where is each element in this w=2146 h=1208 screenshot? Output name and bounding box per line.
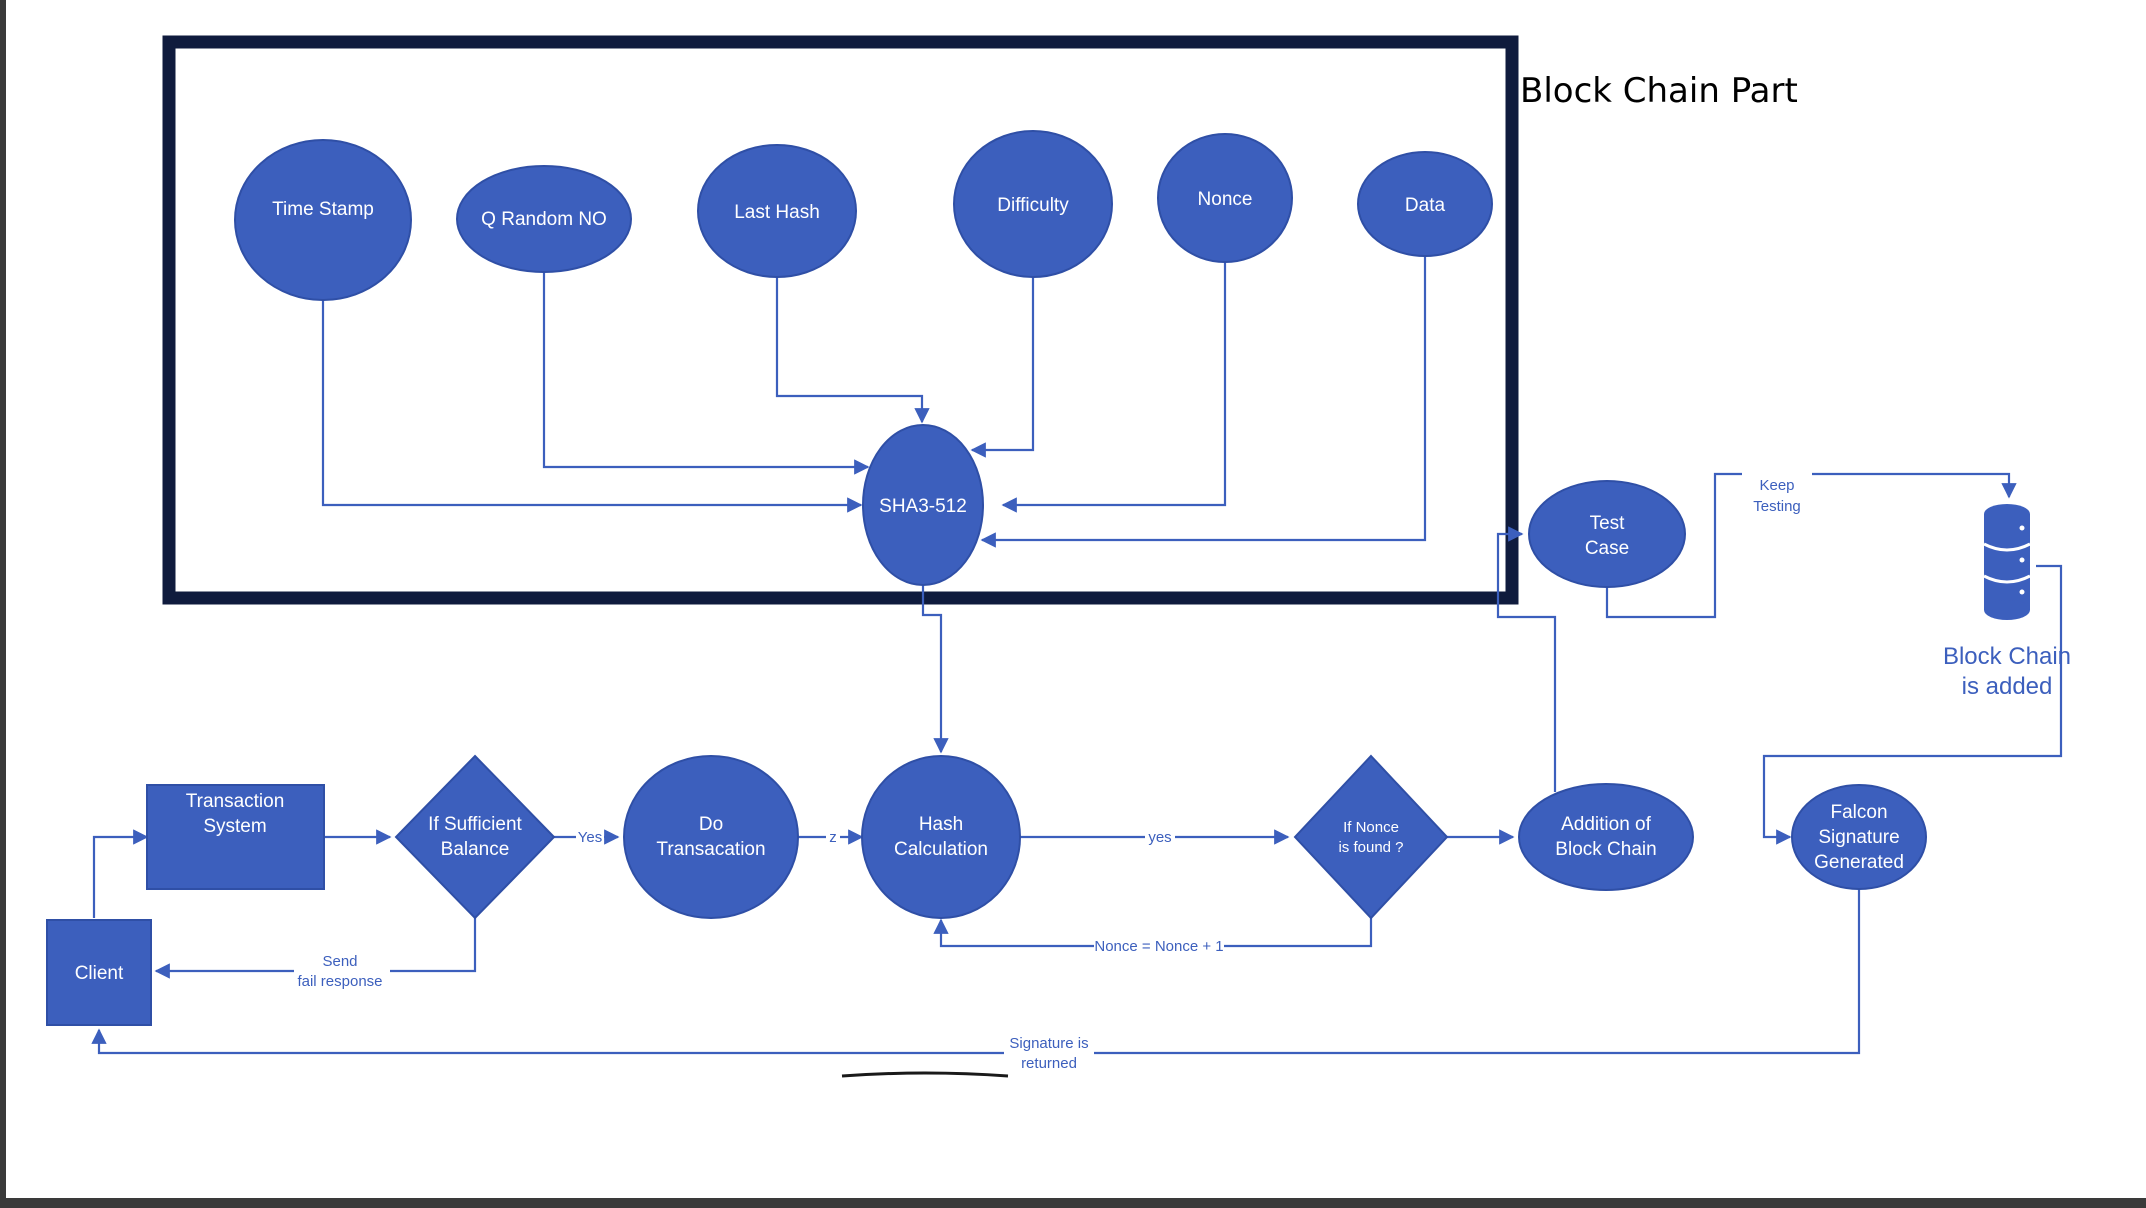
edge-label-z: z [829,829,837,846]
svg-text:Data: Data [1405,195,1446,216]
svg-text:Addition of: Addition of [1561,814,1652,835]
node-do-transaction: Do Transacation [623,755,799,919]
edge-data-sha [980,256,1427,548]
edge-difficulty-sha [970,277,1035,458]
svg-text:is found ?: is found ? [1338,839,1403,856]
node-difficulty: Difficulty [953,130,1113,278]
node-test-case: Test Case [1528,480,1686,588]
edge-keep-testing [1605,472,2017,619]
fail-bg [294,949,390,991]
edge-client-transaction [92,829,149,918]
edge-label-yes-2: yes [1148,829,1171,846]
edge-label-keep: Keep [1759,477,1794,494]
svg-text:Calculation: Calculation [894,839,988,860]
yes1-bg [576,827,604,845]
node-last-hash: Last Hash [697,144,857,278]
svg-text:Generated: Generated [1814,852,1904,873]
blockchain-added-label-line1: Block Chain [1943,643,2071,670]
node-if-nonce-found: If Nonce is found ? [1293,754,1449,920]
svg-text:Case: Case [1585,538,1629,559]
node-client: Client [46,919,152,1026]
edge-sha-hash [921,585,949,754]
blockchain-added-label-line2: is added [1962,673,2053,700]
svg-text:Hash: Hash [919,814,963,835]
edge-label-returned: returned [1021,1055,1077,1072]
svg-text:SHA3-512: SHA3-512 [879,496,967,517]
svg-text:Transacation: Transacation [656,839,765,860]
edge-qrandom-sha [542,272,870,475]
edge-label-fail-response: fail response [297,973,382,990]
signature-bg [1004,1031,1094,1073]
node-falcon-signature: Falcon Signature Generated [1791,784,1927,890]
diagram-canvas: Block Chain Part Time Stamp Q Random NO … [6,0,2146,1198]
node-data: Data [1357,151,1493,257]
svg-text:Balance: Balance [441,839,510,860]
node-addition-of-block-chain: Addition of Block Chain [1518,783,1694,891]
edge-label-yes: Yes [578,829,602,846]
svg-text:Signature: Signature [1818,827,1899,848]
svg-text:Falcon: Falcon [1830,802,1887,823]
svg-text:Time Stamp: Time Stamp [272,199,374,220]
svg-text:Last Hash: Last Hash [734,202,820,223]
z-bg [826,828,840,846]
nonce-inc-bg [1094,937,1224,955]
block-chain-frame [162,35,1519,605]
svg-text:Client: Client [75,963,124,984]
yes2-bg [1145,828,1175,846]
svg-text:If Nonce: If Nonce [1343,819,1399,836]
node-transaction-system: Transaction System [146,784,325,890]
keep-testing-bg [1742,470,1812,518]
edge-label-testing: Testing [1753,498,1801,515]
edge-label-send: Send [322,953,357,970]
svg-text:System: System [203,816,266,837]
node-nonce: Nonce [1157,133,1293,263]
edge-nonce-sha [1001,262,1227,513]
svg-text:Difficulty: Difficulty [997,195,1069,216]
edge-label-nonce-increment: Nonce = Nonce + 1 [1094,938,1223,955]
svg-text:Block Chain: Block Chain [1555,839,1656,860]
edge-label-signature: Signature is [1009,1035,1088,1052]
edge-signature-returned [91,888,1861,1055]
edge-lasthash-sha [775,277,930,424]
blockchain-flow-diagram: Block Chain Part Time Stamp Q Random NO … [46,35,2071,1078]
svg-text:Nonce: Nonce [1198,189,1253,210]
node-if-sufficient-balance: If Sufficient Balance [394,754,556,920]
edge-timestamp-sha [321,300,863,513]
svg-text:Q Random NO: Q Random NO [481,209,607,230]
svg-text:If Sufficient: If Sufficient [428,814,522,835]
svg-text:Test: Test [1590,513,1626,534]
node-hash-calculation: Hash Calculation [861,755,1021,919]
edge-db-falcon [1762,564,2063,845]
svg-text:Transaction: Transaction [186,791,285,812]
node-q-random-no: Q Random NO [456,165,632,273]
database-icon [1983,504,2031,620]
svg-text:Do: Do [699,814,723,835]
divider-mark [841,1071,1009,1078]
edge-addition-testcase [1496,526,1557,792]
edge-fail-response [154,918,477,979]
node-sha3-512: SHA3-512 [862,424,984,586]
block-chain-title: Block Chain Part [1520,71,1798,111]
node-time-stamp: Time Stamp [234,139,412,301]
